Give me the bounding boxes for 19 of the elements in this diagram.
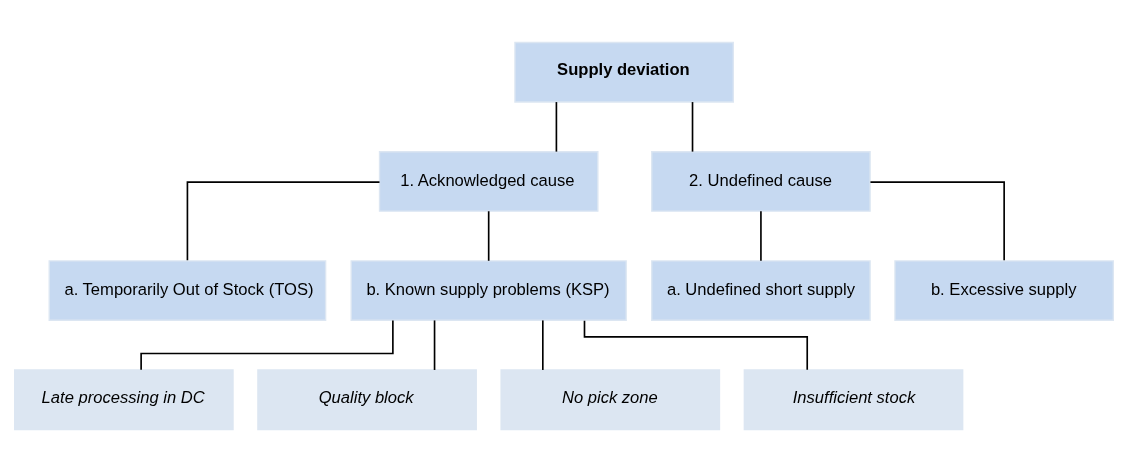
node-box: Quality block (257, 368, 477, 430)
node-box: 1. Acknowledged cause (378, 150, 599, 212)
node-box: No pick zone (500, 368, 721, 430)
node-box: 2. Undefined cause (651, 150, 871, 212)
connector (691, 100, 694, 152)
connector (541, 319, 544, 371)
node-box: b. Excessive supply (894, 259, 1114, 321)
node-box: b. Known supply problems (KSP) (350, 259, 627, 321)
node-box: a. Undefined short supply (651, 259, 871, 321)
connector (869, 180, 1005, 261)
node-box: Insufficient stock (743, 368, 964, 430)
node-box: Late processing in DC (14, 368, 234, 430)
node-box: a. Temporarily Out of Stock (TOS) (48, 259, 327, 321)
connector (487, 209, 490, 262)
connector (760, 209, 762, 262)
connector (555, 100, 558, 152)
node-box: Supply deviation (514, 41, 734, 103)
connector (433, 319, 436, 371)
connector (186, 180, 381, 261)
